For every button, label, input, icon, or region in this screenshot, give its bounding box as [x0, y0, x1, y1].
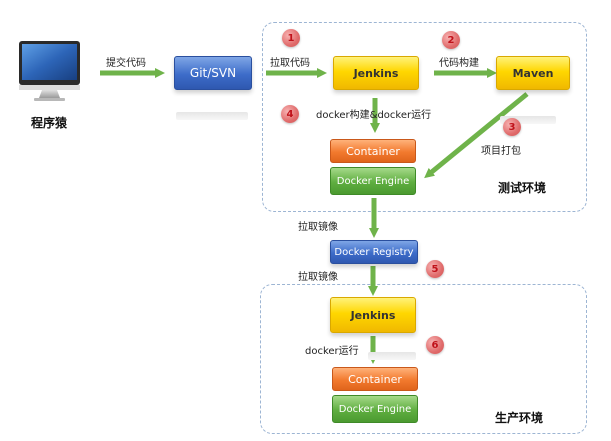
- code-build-label: 代码构建: [439, 58, 479, 69]
- step-badge-5: 5: [426, 260, 444, 278]
- commit-code-label: 提交代码: [106, 58, 146, 69]
- developer-label: 程序猿: [31, 116, 68, 130]
- developer-monitor-icon: [18, 40, 81, 102]
- test-environment-zone: [262, 22, 587, 212]
- arrow-project-package: [424, 92, 529, 179]
- jenkins-prod-node: Jenkins: [330, 297, 416, 333]
- project-package-label: 项目打包: [481, 146, 521, 157]
- pull-image-label-2: 拉取镜像: [298, 272, 338, 283]
- step-badge-1: 1: [282, 29, 300, 47]
- git-svn-shadow: [176, 112, 248, 120]
- docker-registry-node: Docker Registry: [330, 240, 418, 264]
- step-badge-2: 2: [442, 31, 460, 49]
- pull-image-label-1: 拉取镜像: [298, 222, 338, 233]
- jenkins-prod-shadow: [368, 352, 416, 360]
- docker-build-run-label: docker构建&docker运行: [316, 110, 432, 121]
- maven-node: Maven: [496, 56, 570, 90]
- test-environment-label: 测试环境: [498, 181, 547, 195]
- step-badge-6: 6: [426, 336, 444, 354]
- container-prod-node: Container: [332, 367, 418, 391]
- git-svn-node: Git/SVN: [174, 56, 252, 90]
- maven-shadow: [500, 116, 556, 124]
- docker-engine-test-node: Docker Engine: [330, 167, 416, 195]
- production-environment-label: 生产环境: [495, 411, 544, 425]
- jenkins-test-node: Jenkins: [333, 56, 419, 90]
- docker-engine-prod-node: Docker Engine: [332, 395, 418, 423]
- step-badge-3: 3: [503, 118, 521, 136]
- pull-code-label: 拉取代码: [270, 58, 310, 69]
- production-environment-zone: [260, 284, 587, 434]
- docker-run-label: docker运行: [305, 346, 359, 357]
- container-test-node: Container: [330, 139, 416, 163]
- step-badge-4: 4: [281, 105, 299, 123]
